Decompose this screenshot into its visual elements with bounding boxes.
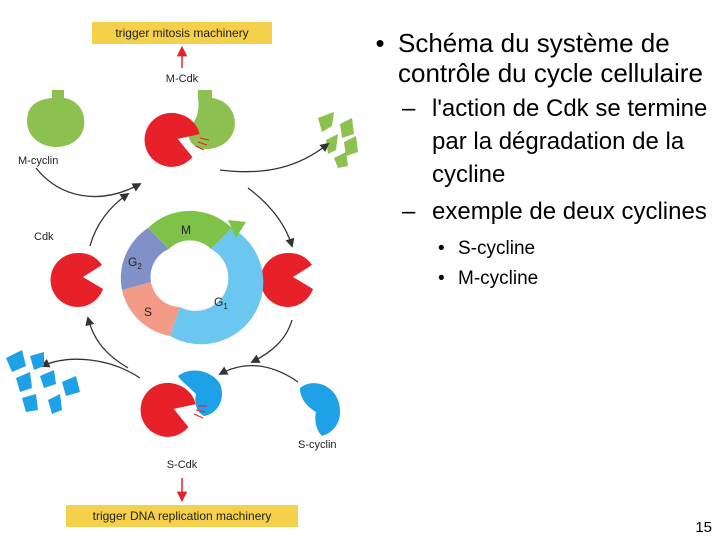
sub-sub-item-m-cycline: M-cycline — [458, 268, 539, 289]
phase-g1-arc — [170, 228, 264, 345]
bullet-dash: – — [402, 198, 416, 225]
bullet-dash: – — [402, 95, 416, 122]
cell-cycle-ring: M G2 S G1 — [120, 210, 264, 345]
arrow-m-cyclin-binding — [35, 167, 142, 198]
bullet-level2: – l'action de Cdk se termine par la dégr… — [402, 92, 712, 191]
phase-g2-arc — [120, 228, 169, 290]
cdk-free-right — [260, 252, 313, 307]
bullet-level3: • M-cycline — [438, 264, 712, 294]
bullet-dot: • — [375, 28, 385, 58]
s-cyclin-free — [300, 383, 341, 436]
trigger-dna-box: trigger DNA replication machinery — [66, 505, 298, 527]
arrow-s-cyclin-degradation — [40, 358, 141, 379]
m-cyclin-bound — [188, 90, 235, 150]
s-cyclin-bound — [178, 370, 223, 416]
m-cyclin-free — [26, 90, 85, 148]
arrow-cdk-to-m — [89, 192, 130, 247]
m-cyclin-fragments — [318, 112, 358, 168]
s-cyclin-label: S-cyclin — [298, 439, 337, 451]
s-cdk-active-site — [193, 405, 207, 419]
arrow-m-cdk-release — [247, 187, 295, 248]
sub-item-cdk-action: l'action de Cdk se termine par la dégrad… — [432, 95, 708, 188]
s-cdk-complex — [132, 370, 223, 444]
phase-s-arc — [122, 282, 180, 336]
cdk-free-left — [50, 252, 104, 307]
arrow-s-cyclin-binding — [218, 364, 299, 383]
phase-m-arc — [148, 210, 232, 249]
trigger-mitosis-box: trigger mitosis machinery — [92, 22, 272, 44]
phase-m-arrowhead — [228, 220, 246, 238]
arrow-s-cdk-release — [85, 316, 129, 369]
cdk-label: Cdk — [34, 231, 54, 243]
phase-g2-label: G2 — [128, 255, 142, 271]
s-cyclin-fragments — [6, 350, 80, 414]
phase-s-label: S — [144, 305, 152, 319]
m-cdk-complex — [136, 90, 235, 174]
phase-m-label: M — [181, 223, 191, 237]
trigger-dna-label: trigger DNA replication machinery — [93, 509, 272, 523]
bullet-level1: • Schéma du système de contrôle du cycle… — [362, 28, 712, 88]
slide-text: • Schéma du système de contrôle du cycle… — [362, 28, 712, 294]
m-cdk-label: M-Cdk — [166, 73, 199, 85]
phase-g1-label: G1 — [214, 295, 228, 311]
arrow-m-cyclin-degradation — [219, 142, 330, 173]
sub-sub-item-s-cycline: S-cycline — [458, 238, 536, 259]
m-cyclin-label: M-cyclin — [18, 155, 58, 167]
s-cdk-label: S-Cdk — [167, 459, 198, 471]
bullet-level3: • S-cycline — [438, 234, 712, 264]
bullet-dot: • — [438, 238, 445, 259]
bullet-dot: • — [438, 268, 445, 289]
m-cdk-active-site — [195, 137, 210, 151]
bullet-level2: – exemple de deux cyclines — [402, 195, 712, 228]
cell-cycle-diagram: trigger mitosis machinery M-Cdk M-cyclin… — [6, 22, 358, 527]
arrow-cdk-to-s — [250, 319, 293, 363]
page-number: 15 — [695, 519, 712, 536]
trigger-mitosis-label: trigger mitosis machinery — [115, 26, 248, 40]
slide-title: Schéma du système de contrôle du cycle c… — [398, 28, 703, 88]
sub-item-example: exemple de deux cyclines — [432, 198, 707, 225]
